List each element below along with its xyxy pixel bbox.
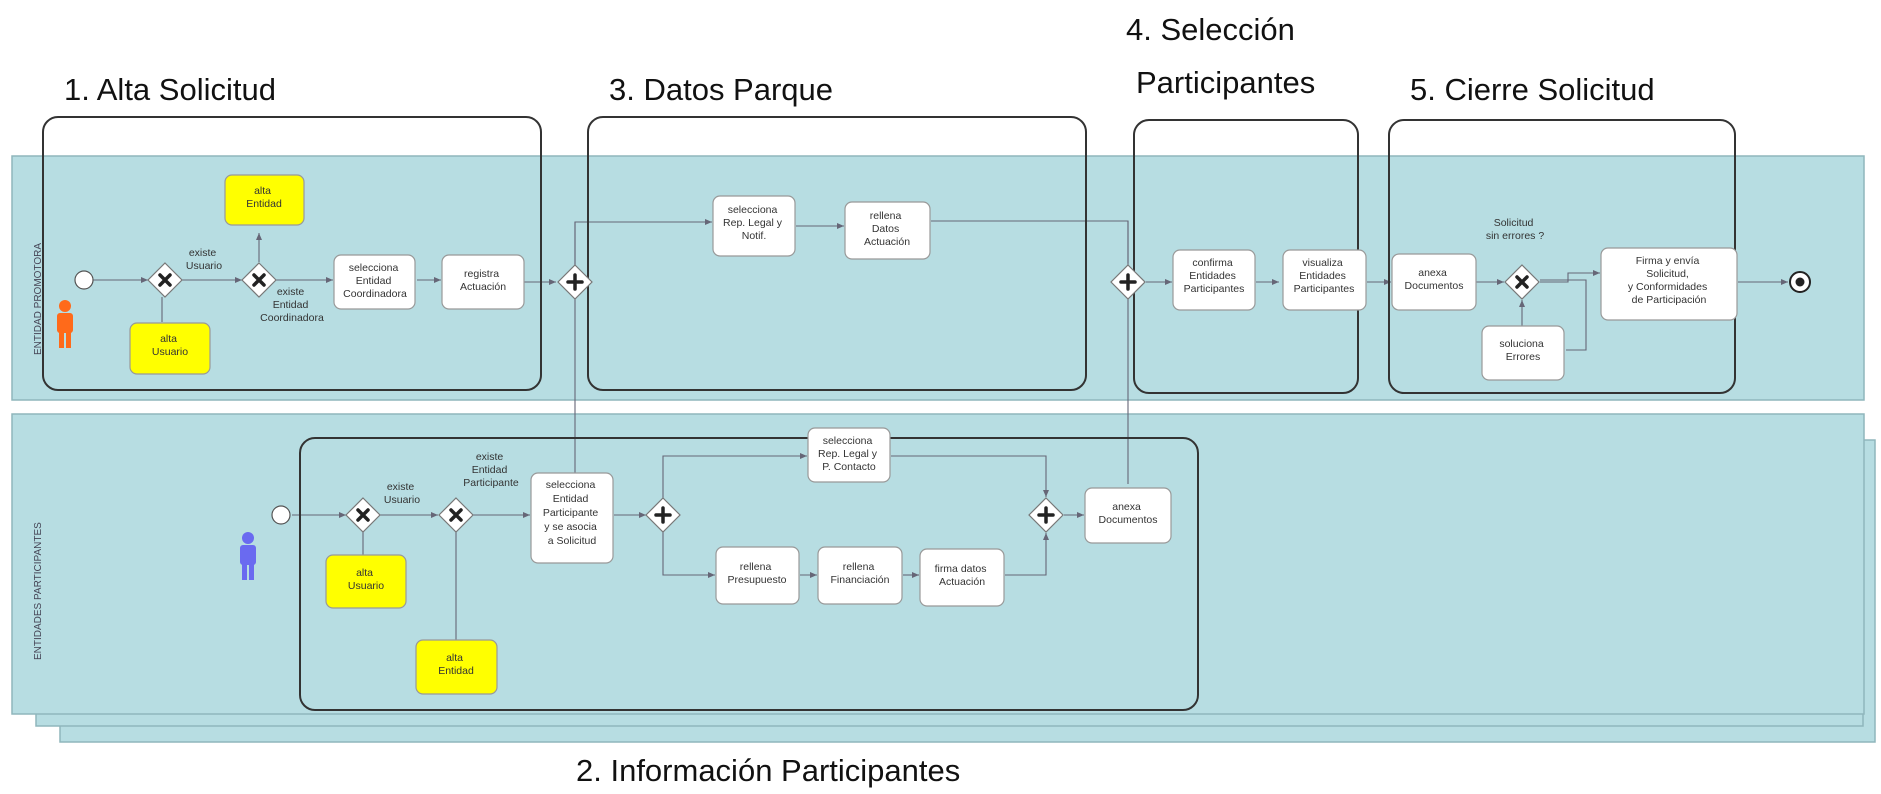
phase-title-informacion: 2. Información Participantes	[576, 753, 960, 788]
task-visualiza-entidades-participantes[interactable]: visualiza Entidades Participantes	[1282, 249, 1367, 311]
task-anexa-documentos-top[interactable]: anexa Documentos	[1391, 253, 1477, 311]
svg-text:firma datos Actuación: firma datos Actuación	[935, 563, 990, 588]
task-anexa-documentos-bottom[interactable]: anexa Documentos	[1084, 487, 1172, 544]
parallel-gateway-icon	[557, 264, 593, 300]
task-rellena-datos-actuacion[interactable]: rellena Datos Actuación	[844, 201, 931, 260]
edge-label-existe-usuario-bottom: existe Usuario	[384, 481, 420, 506]
exclusive-gateway-icon	[241, 262, 277, 298]
phase-box-informacion	[299, 437, 1199, 711]
svg-text:alta Entidad: alta Entidad	[438, 652, 474, 677]
phase-title-seleccion-2: Participantes	[1136, 65, 1315, 100]
phase-box-alta-solicitud	[42, 116, 542, 391]
exclusive-gateway-icon	[438, 497, 474, 533]
task-firma-envia-solicitud[interactable]: Firma y envía Solicitud, y Conformidades…	[1600, 247, 1738, 321]
phase-title-alta-solicitud: 1. Alta Solicitud	[64, 72, 276, 107]
svg-text:rellena Presupuesto: rellena Presupuesto	[728, 561, 787, 586]
person-icon	[57, 300, 73, 348]
svg-text:selecciona Entidad: selecciona Entidad Participante y se aso…	[543, 479, 601, 547]
parallel-gateway-icon	[1110, 264, 1146, 300]
svg-text:selecciona Rep. Legal y: selecciona Rep. Legal y P. Contacto	[818, 435, 880, 473]
edge-label-existe-entidad-coordinadora: existe Entidad Coordinadora	[260, 286, 324, 324]
phase-title-seleccion-1: 4. Selección	[1126, 12, 1295, 47]
svg-text:selecciona Rep. Legal y: selecciona Rep. Legal y Notif.	[723, 204, 785, 242]
svg-text:alta Usuario: alta Usuario	[152, 333, 188, 358]
task-selecciona-rep-legal-notif[interactable]: selecciona Rep. Legal y Notif.	[712, 195, 796, 257]
phase-title-cierre: 5. Cierre Solicitud	[1410, 72, 1655, 107]
task-registra-actuacion[interactable]: registra Actuación	[441, 254, 525, 310]
task-rellena-presupuesto[interactable]: rellena Presupuesto	[715, 546, 800, 605]
task-soluciona-errores[interactable]: soluciona Errores	[1481, 325, 1565, 381]
svg-text:Firma y envía Solicitud,: Firma y envía Solicitud, y Conformidades…	[1628, 255, 1710, 306]
svg-text:anexa Documentos: anexa Documentos	[1099, 501, 1158, 526]
task-alta-entidad-bottom[interactable]: alta Entidad	[415, 639, 498, 695]
task-alta-usuario-bottom[interactable]: alta Usuario	[325, 554, 407, 609]
svg-text:selecciona Entidad: selecciona Entidad Coordinadora	[343, 262, 407, 300]
task-firma-datos-actuacion[interactable]: firma datos Actuación	[919, 548, 1005, 607]
svg-text:alta Entidad: alta Entidad	[246, 185, 282, 210]
svg-text:soluciona Errores: soluciona Errores	[1499, 338, 1546, 363]
start-event-icon	[74, 270, 94, 290]
svg-text:anexa Documentos: anexa Documentos	[1405, 267, 1464, 292]
task-selecciona-entidad-participante[interactable]: selecciona Entidad Participante y se aso…	[530, 472, 614, 564]
task-confirma-entidades-participantes[interactable]: confirma Entidades Participantes	[1172, 249, 1256, 311]
task-selecciona-entidad-coordinadora[interactable]: selecciona Entidad Coordinadora	[333, 254, 416, 310]
svg-text:confirma Entidades: confirma Entidades Participantes	[1184, 257, 1245, 295]
svg-text:rellena Datos Actu: rellena Datos Actuación	[864, 210, 910, 248]
phase-boxes	[42, 116, 1736, 711]
task-alta-entidad-top[interactable]: alta Entidad	[224, 174, 305, 226]
exclusive-gateway-icon	[147, 262, 183, 298]
lane-label-participantes: ENTIDADES PARTICIPANTES	[33, 522, 44, 660]
lane-label-promotora: ENTIDAD PROMOTORA	[33, 243, 44, 355]
phase-box-datos-parque	[587, 116, 1087, 391]
parallel-gateway-icon	[645, 497, 681, 533]
edge-label-existe-usuario-top: existe Usuario	[186, 247, 222, 272]
parallel-gateway-icon	[1028, 497, 1064, 533]
edge-label-existe-entidad-participante: existe Entidad Participante	[463, 451, 519, 489]
svg-text:visualiza Entidades: visualiza Entidades Participantes	[1294, 257, 1355, 295]
edge-label-solicitud-sin-errores: Solicitud sin errores ?	[1486, 217, 1545, 242]
start-event-icon	[271, 505, 291, 525]
exclusive-gateway-icon	[1504, 264, 1540, 300]
svg-text:alta Usuario: alta Usuario	[348, 567, 384, 592]
task-rellena-financiacion[interactable]: rellena Financiación	[817, 546, 903, 605]
end-event-icon	[1789, 271, 1811, 293]
exclusive-gateway-icon	[345, 497, 381, 533]
task-alta-usuario-top[interactable]: alta Usuario	[129, 322, 211, 375]
task-selecciona-rep-legal-contacto[interactable]: selecciona Rep. Legal y P. Contacto	[807, 427, 891, 483]
phase-title-datos-parque: 3. Datos Parque	[609, 72, 833, 107]
svg-text:registra Actuación: registra Actuación	[460, 268, 506, 293]
person-icon	[240, 532, 256, 580]
svg-text:rellena Financiación: rellena Financiación	[831, 561, 890, 586]
